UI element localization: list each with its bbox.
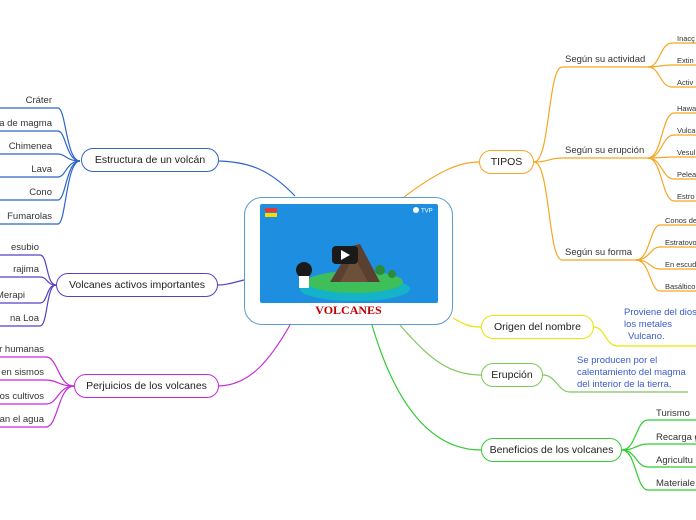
leaf-peleano[interactable]: Pelea	[677, 170, 696, 179]
leaf-conos-escoria[interactable]: Conos de	[665, 216, 696, 225]
leaf-sismos[interactable]: en sismos	[1, 367, 44, 378]
leaf-vesubio[interactable]: esubio	[11, 242, 39, 253]
leaf-lava[interactable]: Lava	[31, 164, 52, 175]
leaf-chimenea[interactable]: Chimenea	[8, 141, 52, 152]
leaf-materiales[interactable]: Materiale	[656, 478, 696, 489]
video-brand: TVP	[421, 209, 433, 215]
leaf-agua[interactable]: an el agua	[0, 414, 44, 425]
leaf-perdidas-humanas[interactable]: r humanas	[0, 344, 44, 355]
leaf-basaltico[interactable]: Basáltico	[665, 282, 696, 291]
play-icon	[341, 250, 350, 260]
leaf-agricultura[interactable]: Agricultu	[656, 455, 693, 466]
erupcion-links	[399, 324, 688, 393]
origen-links	[452, 317, 696, 347]
perjuicios-links	[0, 324, 291, 428]
leaf-fumarolas[interactable]: Fumarolas	[7, 211, 52, 222]
leaf-hawaiano[interactable]: Hawa	[677, 104, 696, 113]
leaf-cono[interactable]: Cono	[29, 187, 52, 198]
leaf-mauna-loa[interactable]: na Loa	[9, 313, 39, 324]
leaf-merapi[interactable]: Merapi	[0, 290, 25, 301]
leaf-vulcaniano[interactable]: Vulca	[677, 126, 696, 135]
beneficios-links	[371, 324, 696, 491]
origen-description: Proviene del dios los metales Vulcano.	[624, 307, 696, 342]
leaf-inactivo[interactable]: Inacç	[677, 34, 695, 43]
branch-segun-erupcion[interactable]: Según su erupción	[565, 145, 645, 156]
estructura-links	[0, 107, 296, 225]
leaf-extinto[interactable]: Extin	[677, 56, 694, 65]
leaf-camara-magma[interactable]: a de magma	[0, 118, 52, 129]
central-topic[interactable]: TVP VOLCANES	[244, 197, 453, 325]
leaf-activo[interactable]: Activ	[677, 78, 694, 87]
volcano-illustration: TVP	[260, 204, 438, 303]
leaf-sakurajima[interactable]: rajima	[13, 264, 39, 275]
leaf-recarga[interactable]: Recarga g	[656, 432, 696, 443]
leaf-estratovolcan[interactable]: Estratovo	[665, 238, 696, 247]
topic-volcanes-activos[interactable]: Volcanes activos importantes	[56, 273, 218, 297]
topic-estructura[interactable]: Estructura de un volcán	[81, 148, 219, 172]
central-topic-title: VOLCANES	[315, 303, 382, 317]
leaf-crater[interactable]: Cráter	[25, 95, 52, 106]
video-thumbnail[interactable]: TVP	[260, 204, 438, 303]
activos-links	[0, 254, 245, 327]
topic-perjuicios[interactable]: Perjuicios de los volcanes	[74, 374, 219, 398]
topic-origen-nombre[interactable]: Origen del nombre	[481, 315, 594, 339]
topic-tipos[interactable]: TIPOS	[479, 150, 534, 174]
leaf-vesubiano[interactable]: Vesul	[677, 148, 696, 157]
topic-erupcion[interactable]: Erupción	[481, 363, 543, 387]
erupcion-description: Se producen por el calentamiento del mag…	[577, 355, 686, 390]
branch-segun-actividad[interactable]: Según su actividad	[565, 54, 646, 65]
leaf-en-escudo[interactable]: En escud	[665, 260, 696, 269]
leaf-turismo[interactable]: Turismo	[656, 408, 690, 419]
topic-beneficios[interactable]: Beneficios de los volcanes	[481, 438, 622, 462]
tipos-links	[403, 42, 696, 292]
leaf-cultivos[interactable]: os cultivos	[0, 391, 44, 402]
leaf-estromboliano[interactable]: Estro	[677, 192, 695, 201]
branch-segun-forma[interactable]: Según su forma	[565, 247, 633, 258]
